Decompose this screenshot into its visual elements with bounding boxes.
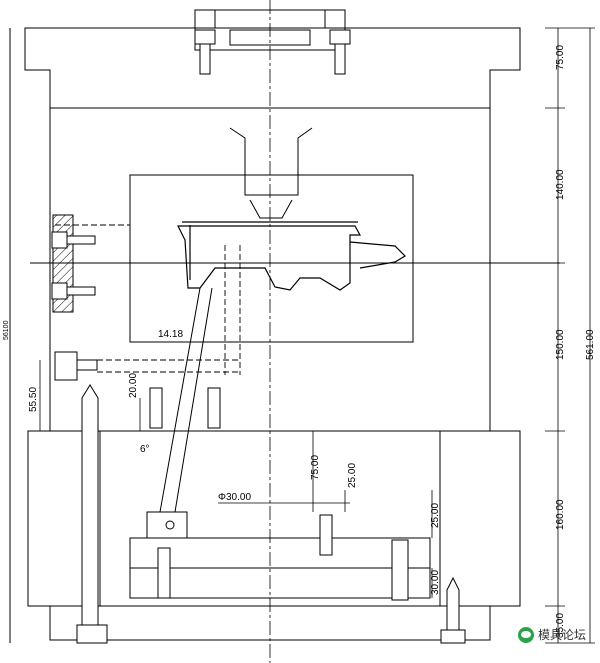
dim-left-total: 56100 bbox=[3, 320, 10, 340]
top-clamp-plate bbox=[24, 27, 521, 109]
support-pins bbox=[149, 387, 409, 601]
watermark-text: 模具论坛 bbox=[537, 628, 586, 642]
dim-left-offset: 55.50 bbox=[28, 387, 39, 412]
dim-top: 75.00 bbox=[555, 45, 566, 70]
dim-inner-30: 30.00 bbox=[430, 570, 441, 595]
ejector-retainer-plate bbox=[129, 537, 431, 569]
dim-core: 150.00 bbox=[555, 329, 566, 360]
wechat-icon bbox=[517, 626, 534, 643]
ejector-housing bbox=[27, 430, 521, 641]
part-cavity bbox=[177, 221, 406, 291]
dim-total: 561.00 bbox=[585, 329, 596, 360]
left-bolts bbox=[51, 231, 98, 381]
ejector-plate bbox=[129, 567, 431, 599]
sprue-nozzle bbox=[229, 127, 313, 219]
angled-lifter bbox=[146, 287, 213, 539]
guide-pin bbox=[76, 384, 108, 644]
dim-angle-6: 6° bbox=[140, 444, 150, 455]
dim-diameter: Φ30.00 bbox=[218, 492, 251, 503]
dim-bottom: 35.00 bbox=[555, 613, 566, 638]
dim-angle-label: 14.18 bbox=[158, 329, 183, 340]
mold-insert bbox=[129, 174, 414, 343]
dim-inner-25b: 25.00 bbox=[430, 503, 441, 528]
dim-inner-25a: 25.00 bbox=[347, 463, 358, 488]
return-pin bbox=[440, 576, 466, 644]
dim-ejector: 160.00 bbox=[555, 499, 566, 530]
dim-20: 20.00 bbox=[128, 373, 139, 398]
dim-cavity: 140.00 bbox=[555, 169, 566, 200]
dim-inner-75: 75.00 bbox=[310, 455, 321, 480]
watermark: 模具论坛 bbox=[517, 626, 586, 643]
top-bolts bbox=[194, 29, 351, 75]
